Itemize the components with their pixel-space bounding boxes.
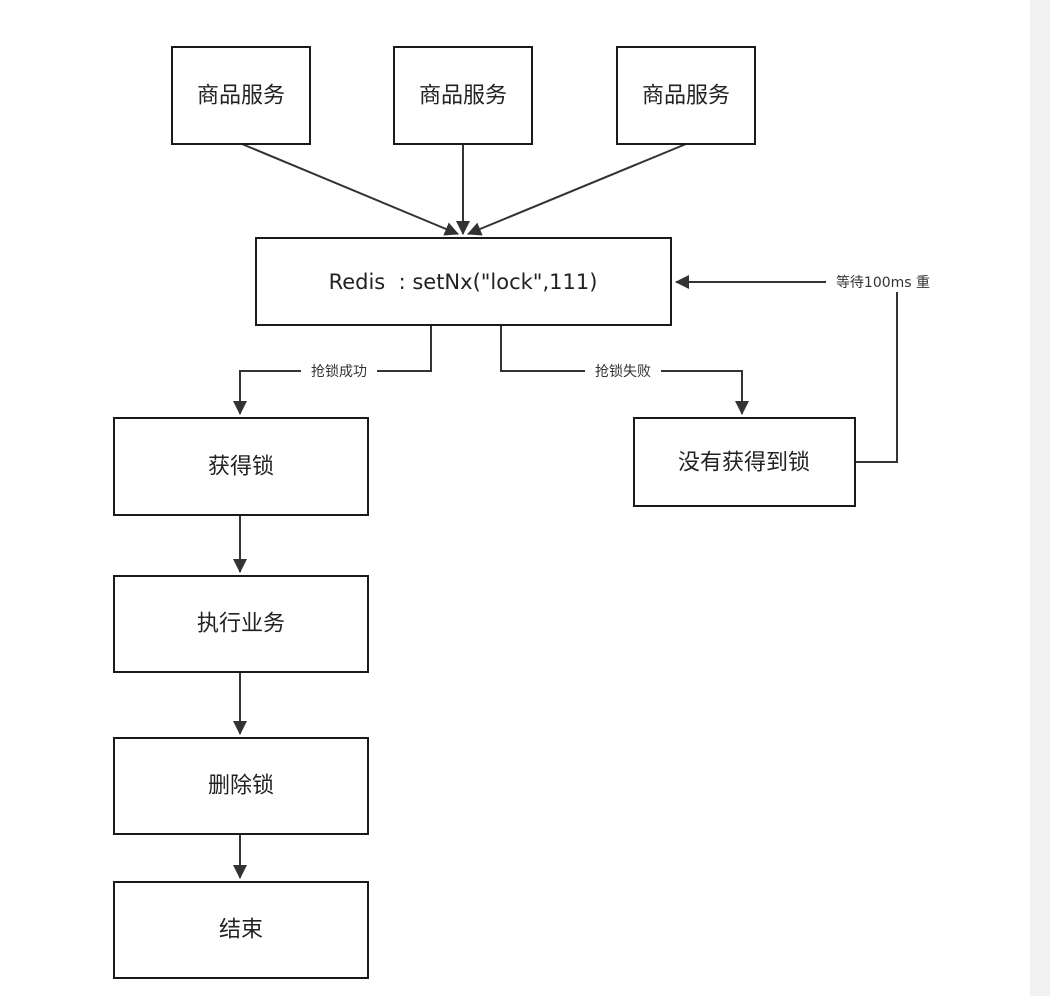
- edge-label-fail: 抢锁失败: [585, 362, 661, 380]
- edge-service-3-to-redis: [467, 143, 687, 236]
- node-delete-lock-label: 删除锁: [208, 774, 274, 799]
- edge-service-1-to-redis: [241, 143, 459, 236]
- node-redis-setnx: Redis : setNx("lock",111): [255, 237, 672, 326]
- node-delete-lock: 删除锁: [113, 737, 369, 835]
- node-product-service-1-label: 商品服务: [197, 84, 285, 109]
- edge-label-retry: 等待100ms 重: [826, 273, 940, 292]
- node-execute-business-label: 执行业务: [197, 612, 285, 637]
- edge-label-retry-text: 等待100ms 重: [836, 274, 930, 291]
- node-not-acquired-lock: 没有获得到锁: [633, 417, 856, 507]
- node-end-label: 结束: [219, 918, 263, 943]
- edge-label-success-text: 抢锁成功: [311, 363, 367, 380]
- node-product-service-1: 商品服务: [171, 46, 311, 145]
- node-execute-business: 执行业务: [113, 575, 369, 673]
- node-product-service-3-label: 商品服务: [642, 84, 730, 109]
- edge-retry-to-redis: [675, 275, 898, 463]
- node-acquired-lock: 获得锁: [113, 417, 369, 516]
- page-right-edge-strip: [1030, 0, 1050, 996]
- edge-label-success: 抢锁成功: [301, 362, 377, 380]
- node-product-service-3: 商品服务: [616, 46, 756, 145]
- node-acquired-lock-label: 获得锁: [208, 455, 274, 480]
- node-end: 结束: [113, 881, 369, 979]
- node-product-service-2-label: 商品服务: [419, 84, 507, 109]
- node-redis-setnx-label: Redis : setNx("lock",111): [329, 270, 598, 294]
- edge-label-fail-text: 抢锁失败: [595, 363, 651, 380]
- node-product-service-2: 商品服务: [393, 46, 533, 145]
- node-not-acquired-lock-label: 没有获得到锁: [678, 451, 810, 476]
